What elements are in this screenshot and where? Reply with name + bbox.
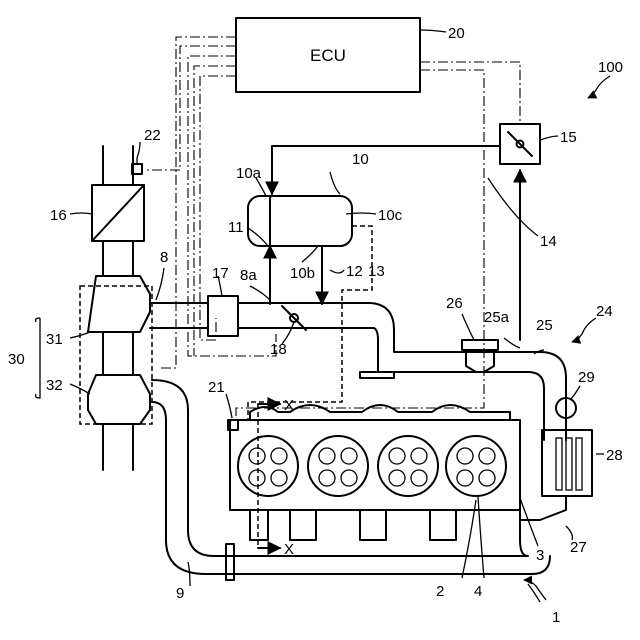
- label-25: 25: [536, 317, 553, 334]
- label-30: 30: [8, 351, 25, 368]
- ref-arrow-100: [588, 76, 610, 98]
- label-17: 17: [212, 265, 229, 282]
- label-8a: 8a: [240, 267, 257, 284]
- label-27: 27: [570, 539, 587, 556]
- signal-lines: [146, 37, 520, 420]
- label-21: 21: [208, 379, 225, 396]
- label-10a: 10a: [236, 165, 262, 182]
- label-10b: 10b: [290, 265, 315, 282]
- label-8: 8: [160, 249, 168, 266]
- label-2: 2: [436, 583, 444, 600]
- label-14: 14: [540, 233, 557, 250]
- label-10c: 10c: [378, 207, 403, 224]
- label-25a: 25a: [484, 309, 510, 326]
- label-1: 1: [552, 609, 560, 626]
- cylinder-2: [308, 436, 368, 496]
- label-13: 13: [368, 263, 385, 280]
- label-18: 18: [270, 341, 287, 358]
- label-22: 22: [144, 127, 161, 144]
- air-intake-path: [80, 146, 152, 470]
- ref-arrow-1: [524, 580, 546, 600]
- label-100: 100: [598, 59, 623, 76]
- label-3: 3: [536, 547, 544, 564]
- cooler-10: [248, 196, 352, 246]
- label-26: 26: [446, 295, 463, 312]
- ref-arrow-24: [572, 318, 596, 342]
- engine-block: [228, 404, 520, 548]
- coolant-lines: [272, 124, 540, 340]
- section-x-bottom: X: [284, 541, 294, 558]
- cylinder-4: [446, 436, 506, 496]
- label-10: 10: [352, 151, 369, 168]
- leader-lines: [36, 30, 605, 602]
- label-15: 15: [560, 129, 577, 146]
- label-32: 32: [46, 377, 63, 394]
- label-24: 24: [596, 303, 613, 320]
- label-11: 11: [228, 219, 244, 236]
- label-12: 12: [346, 263, 363, 280]
- label-9: 9: [176, 585, 184, 602]
- cylinder-1: [238, 436, 298, 496]
- ecu-unit: ECU: [236, 18, 420, 92]
- cap-26: [462, 340, 498, 372]
- cylinder-3: [378, 436, 438, 496]
- label-20: 20: [448, 25, 465, 42]
- section-x-top: X: [284, 397, 294, 414]
- label-31: 31: [46, 331, 63, 348]
- label-4: 4: [474, 583, 482, 600]
- radiator-28: [520, 398, 592, 520]
- exhaust-pipe: [152, 380, 550, 580]
- label-28: 28: [606, 447, 623, 464]
- label-29: 29: [578, 369, 595, 386]
- label-16: 16: [50, 207, 67, 224]
- ecu-label: ECU: [310, 46, 346, 65]
